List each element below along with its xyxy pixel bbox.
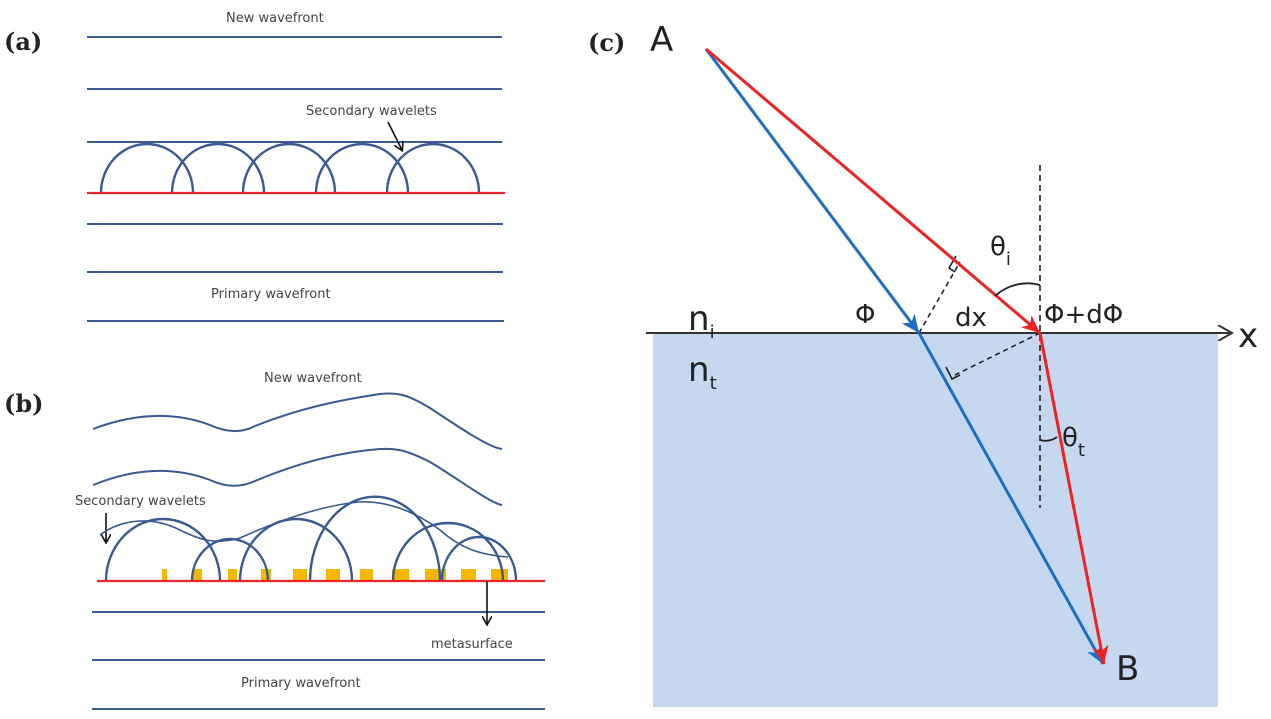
transmission-medium <box>653 333 1218 707</box>
blue-transmitted-ray <box>917 332 1105 665</box>
red-transmitted-ray <box>1038 332 1109 665</box>
n-i-subscript: i <box>710 322 715 343</box>
new-wavefront-curve <box>92 392 503 450</box>
wavelet <box>308 495 442 582</box>
metasurface-element <box>360 569 373 581</box>
wavelet <box>238 517 354 582</box>
theta-t-arc <box>1039 436 1058 442</box>
new-wavefront-label: New wavefront <box>226 11 324 26</box>
secondary-wavelets <box>99 142 481 194</box>
red-incident-ray <box>705 47 1041 335</box>
metasurface-label: metasurface <box>431 637 513 652</box>
secondary-wavelets <box>104 495 518 582</box>
theta-i-symbol: θ <box>990 232 1006 262</box>
n-t-symbol: n <box>688 350 710 390</box>
wavelet <box>385 142 481 194</box>
panel-c: (c) A x ni nt Φ dx Φ+dΦ θi θt B <box>588 20 1258 707</box>
metasurface-element <box>261 569 271 581</box>
x-axis-label: x <box>1238 316 1258 356</box>
metasurface-element <box>193 569 202 581</box>
n-i-label: ni <box>688 299 715 343</box>
metasurface-element <box>162 569 167 581</box>
panel-b: (b) New wavefront Secondary wavelets <box>4 371 545 710</box>
metasurface-element <box>228 569 237 581</box>
metasurface-element <box>491 569 508 581</box>
n-t-subscript: t <box>710 373 717 394</box>
point-b-label: B <box>1116 649 1139 689</box>
primary-wavefront-label: Primary wavefront <box>241 676 361 691</box>
wavelet <box>170 142 266 194</box>
wavelet <box>190 537 270 582</box>
wavelet <box>314 142 410 194</box>
new-wavefront-label: New wavefront <box>264 371 362 386</box>
wavelet <box>241 142 337 194</box>
theta-i-subscript: i <box>1006 249 1011 270</box>
secondary-wavelets-label: Secondary wavelets <box>75 494 206 509</box>
metasurface-element <box>326 569 340 581</box>
phi-label: Φ <box>855 300 875 330</box>
theta-i-arc <box>994 282 1041 297</box>
panel-a-label: (a) <box>4 27 42 56</box>
theta-t-symbol: θ <box>1062 423 1078 453</box>
primary-wavefront-label: Primary wavefront <box>211 287 331 302</box>
wavelet <box>99 142 195 194</box>
wavelet <box>104 517 222 582</box>
theta-t-subscript: t <box>1078 440 1085 461</box>
phi-plus-dphi-label: Φ+dΦ <box>1044 300 1123 330</box>
wavelet <box>391 521 505 582</box>
arrow-icon <box>387 121 402 150</box>
right-angle-icon <box>945 366 961 381</box>
point-a-label: A <box>650 20 673 60</box>
transmitted-wavefront-segment <box>954 332 1041 376</box>
dx-label: dx <box>955 303 987 333</box>
panel-c-label: (c) <box>588 28 625 57</box>
incident-wavefront-segment <box>918 261 961 334</box>
n-t-label: nt <box>688 350 717 394</box>
wavelet-envelope <box>99 501 509 558</box>
theta-i-label: θi <box>990 232 1011 270</box>
metasurface-element <box>392 569 409 581</box>
blue-incident-ray <box>704 48 921 334</box>
secondary-wavelets-label: Secondary wavelets <box>306 104 437 119</box>
panel-a: (a) New wavefront Secondary wavelets Pri… <box>4 11 505 322</box>
wavelet <box>440 535 518 582</box>
metasurface-element <box>461 569 476 581</box>
panel-b-label: (b) <box>4 389 44 418</box>
n-i-symbol: n <box>688 299 710 339</box>
metasurface-element <box>293 569 307 581</box>
metasurface-elements <box>162 569 508 581</box>
wavefront-curve <box>92 447 503 506</box>
theta-t-label: θt <box>1062 423 1085 461</box>
